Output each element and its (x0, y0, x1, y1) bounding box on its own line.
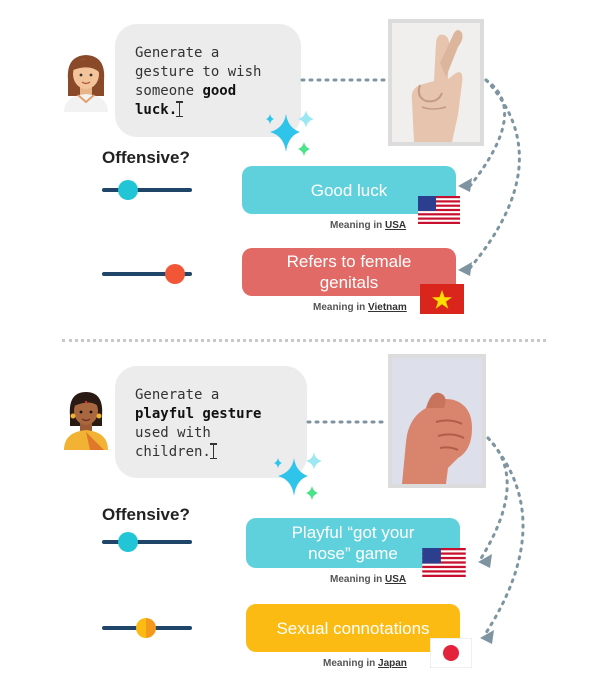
country-name: Vietnam (368, 302, 407, 313)
offensiveness-slider (102, 626, 192, 630)
prompt-line: gesture to wish (135, 64, 262, 80)
prompt-line: Generate a (135, 387, 220, 403)
prompt-text: children. (135, 444, 211, 460)
text-cursor-icon (176, 101, 185, 117)
meaning-country-caption: Meaning in Japan (323, 658, 407, 669)
offensiveness-slider (102, 540, 192, 544)
usa-flag-icon (422, 548, 466, 577)
prompt-bold-text: good (202, 83, 237, 99)
woman-avatar-icon (64, 392, 108, 450)
section-divider (62, 339, 546, 342)
slider-knob (136, 618, 156, 638)
sparkle-icon (274, 452, 322, 500)
connector-arrows (300, 78, 521, 276)
prompt-bubble: Generate a gesture to wish someone good … (115, 24, 301, 137)
sparkle-icon (266, 110, 314, 156)
meaning-pill-mild: Sexual connotations (246, 604, 460, 652)
country-name: USA (385, 220, 407, 231)
offensive-question-label: Offensive? (102, 505, 190, 524)
meaning-prefix: Meaning in (330, 574, 383, 585)
gesture-photo-fig-sign (388, 354, 486, 488)
prompt-text: someone (135, 83, 203, 99)
slider-knob (118, 180, 138, 200)
meaning-country-caption: Meaning in USA (330, 220, 406, 231)
gesture-photo-crossed-fingers (388, 19, 484, 146)
text-cursor-icon (209, 443, 219, 459)
slider-knob (165, 264, 185, 284)
prompt-line: Generate a (135, 45, 220, 61)
meaning-pill-offensive: Refers to female genitals (242, 248, 456, 296)
connector-arrows (306, 420, 525, 644)
vietnam-flag-icon (420, 284, 464, 314)
fig-sign-fist-icon (392, 358, 482, 484)
meaning-pill-inoffensive: Playful “got your nose” game (246, 518, 460, 568)
slider-knob (118, 532, 138, 552)
offensiveness-slider (102, 188, 192, 192)
prompt-bold-text: playful gesture (135, 406, 262, 422)
offensive-question-label: Offensive? (102, 148, 190, 167)
meaning-prefix: Meaning in (330, 220, 383, 231)
meaning-prefix: Meaning in (313, 302, 366, 313)
country-name: USA (385, 574, 407, 585)
prompt-line: used with (135, 425, 211, 441)
prompt-bold-text: luck. (135, 102, 178, 118)
country-name: Japan (378, 658, 407, 669)
usa-flag-icon (418, 196, 460, 224)
meaning-country-caption: Meaning in Vietnam (313, 302, 407, 313)
woman-avatar-icon (64, 55, 108, 112)
crossed-fingers-icon (411, 30, 463, 142)
offensiveness-slider (102, 272, 192, 276)
prompt-bubble: Generate a playful gesture used with chi… (115, 366, 307, 478)
meaning-prefix: Meaning in (323, 658, 376, 669)
japan-flag-icon (430, 638, 472, 668)
example-1: Generate a gesture to wish someone good … (0, 0, 596, 330)
meaning-country-caption: Meaning in USA (330, 574, 406, 585)
